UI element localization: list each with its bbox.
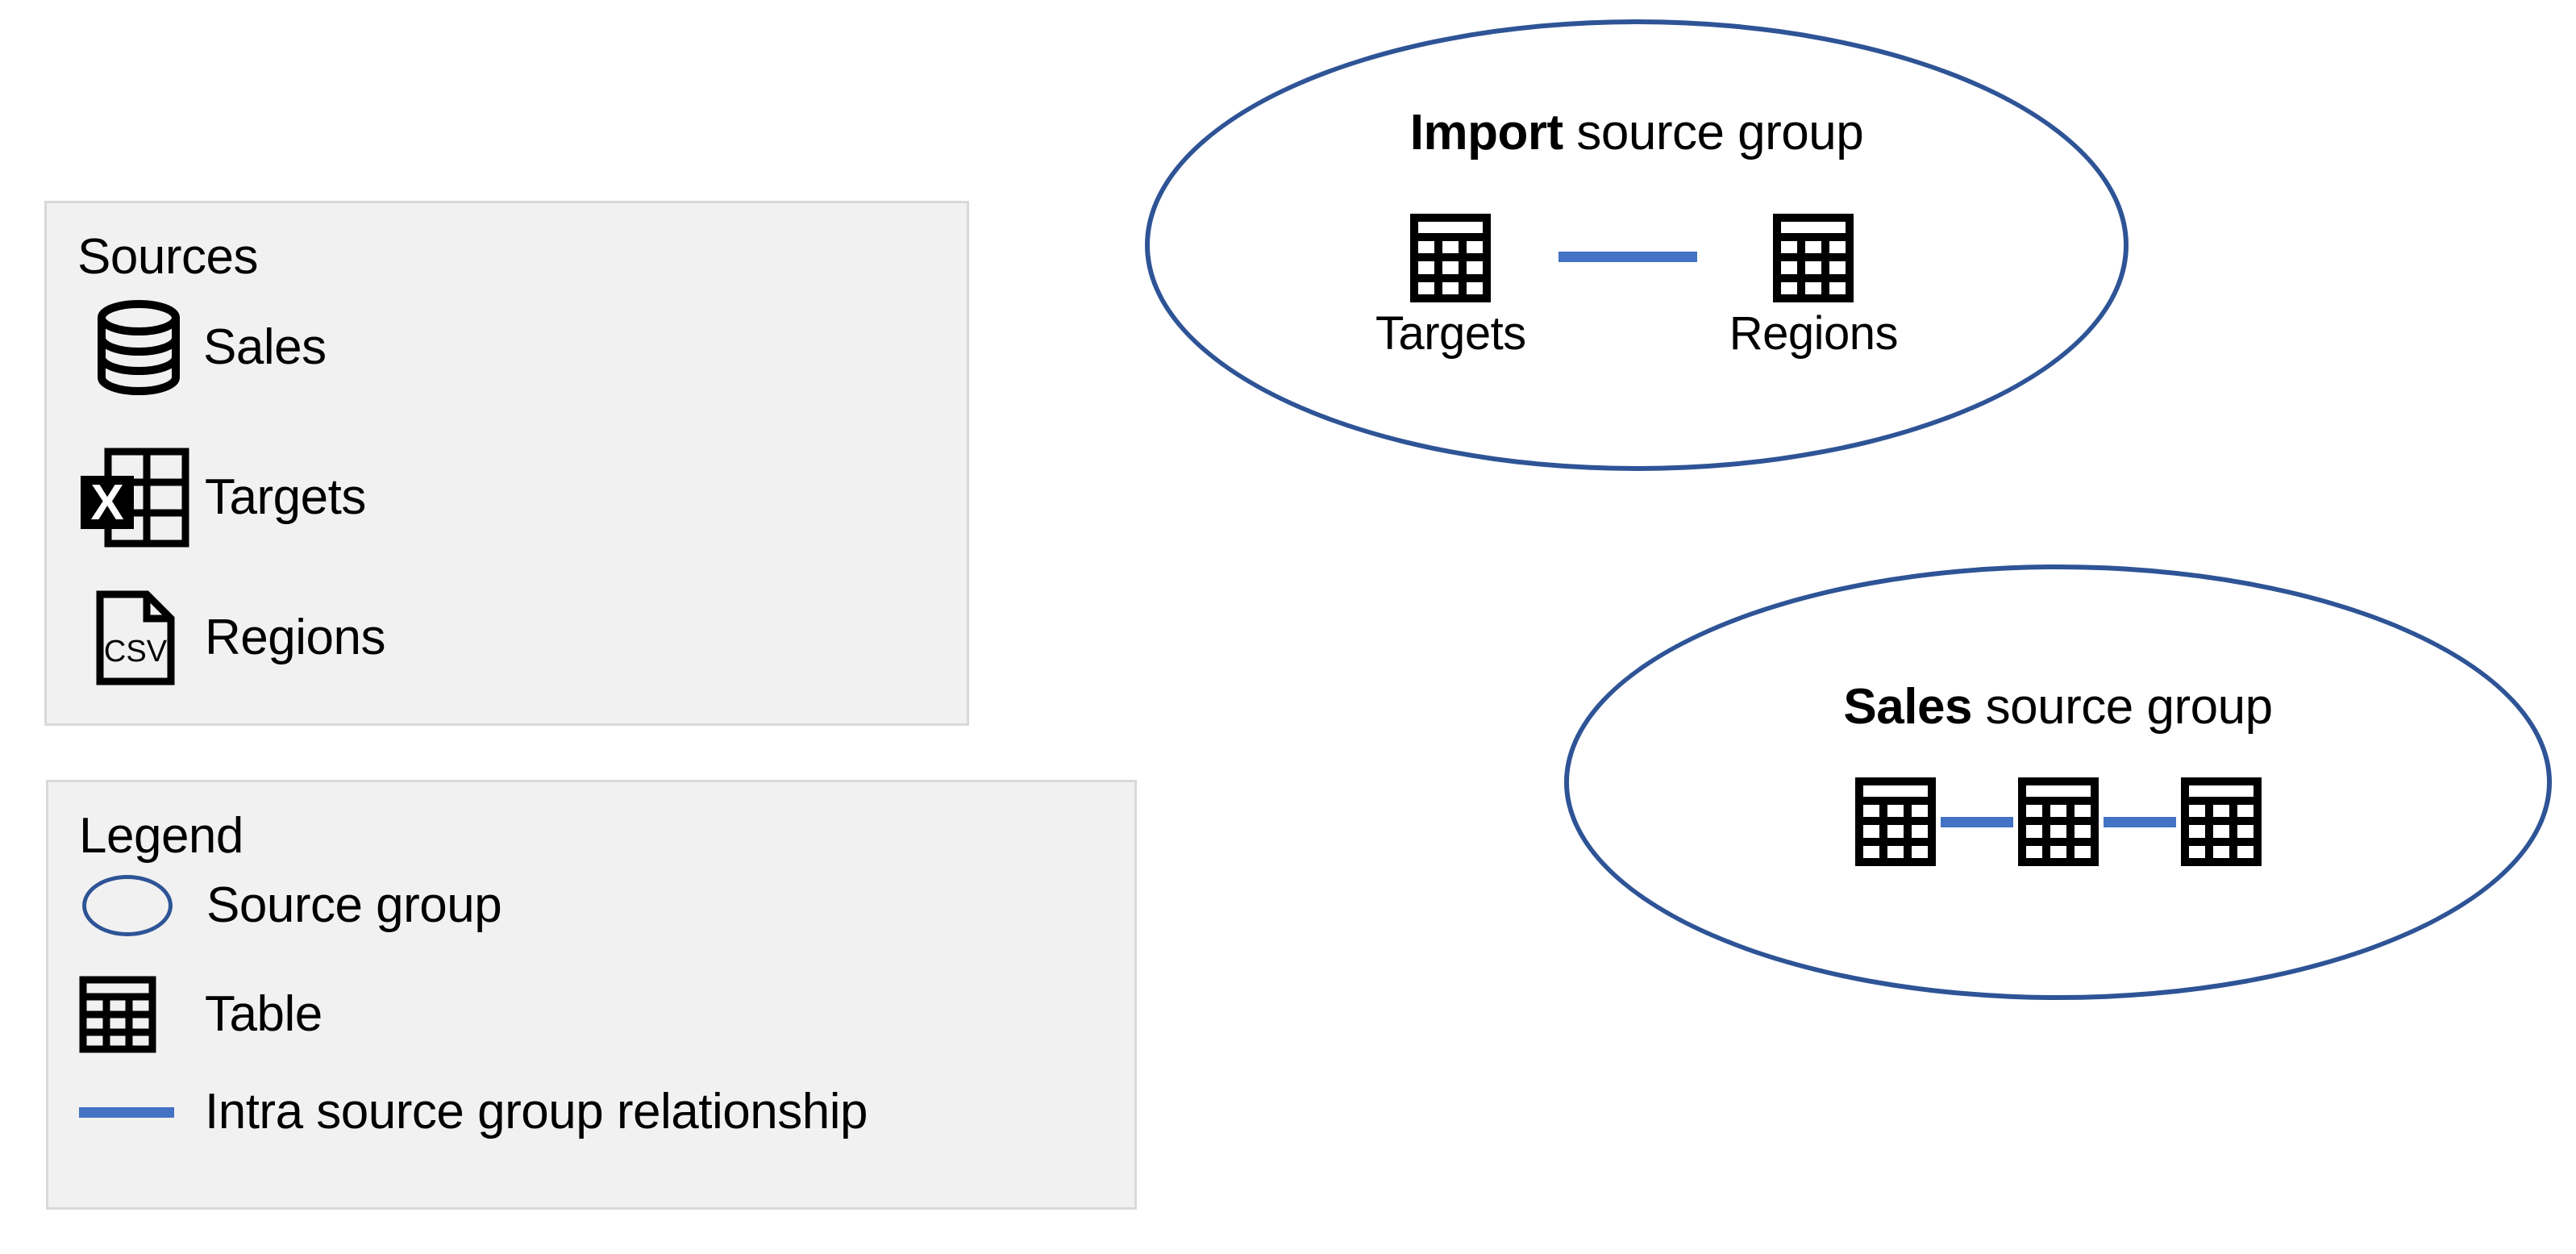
- relationship-line: [1940, 816, 2013, 827]
- relationship-line: [1558, 251, 1697, 262]
- legend-panel-title: Legend: [79, 808, 243, 864]
- import-tables-row: Targets Regions: [1150, 214, 2124, 357]
- database-icon: [95, 300, 182, 395]
- legend-item-relationship: Intra source group relationship: [79, 1087, 868, 1137]
- legend-item-label: Source group: [206, 877, 502, 933]
- sales-source-group-title: Sales source group: [1569, 682, 2547, 732]
- excel-table-icon: X: [77, 445, 190, 550]
- ellipse-outline-icon: [79, 869, 176, 942]
- table-node-2[interactable]: [2017, 777, 2099, 866]
- source-item-regions[interactable]: CSV Regions: [95, 590, 385, 685]
- table-node-3[interactable]: [2180, 777, 2262, 866]
- table-icon: [79, 976, 156, 1053]
- legend-item-label: Table: [205, 986, 323, 1042]
- sources-panel: Sources Sales: [44, 201, 969, 726]
- import-source-group-title-rest: source group: [1563, 105, 1864, 160]
- sales-source-group[interactable]: Sales source group: [1564, 565, 2552, 1000]
- sales-source-group-title-bold: Sales: [1843, 679, 1972, 735]
- table-node-regions[interactable]: Regions: [1729, 214, 1899, 360]
- source-item-label: Targets: [205, 469, 366, 525]
- svg-text:CSV: CSV: [104, 635, 168, 669]
- source-item-targets[interactable]: X Targets: [77, 445, 366, 550]
- legend-item-label: Intra source group relationship: [205, 1084, 868, 1139]
- table-icon: [1854, 777, 1936, 866]
- import-source-group[interactable]: Import source group Targets: [1145, 19, 2129, 471]
- table-node-label: Regions: [1729, 307, 1899, 360]
- import-source-group-title: Import source group: [1150, 108, 2124, 158]
- legend-panel: Legend Source group Table In: [46, 780, 1137, 1210]
- import-source-group-title-bold: Import: [1409, 105, 1563, 160]
- blue-line-icon: [79, 1096, 174, 1128]
- table-node-targets[interactable]: Targets: [1375, 214, 1526, 357]
- table-icon: [2017, 777, 2099, 866]
- csv-file-icon: CSV: [95, 590, 176, 685]
- table-icon: [1410, 214, 1492, 302]
- relationship-line: [2103, 816, 2176, 827]
- table-icon: [2180, 777, 2262, 866]
- legend-item-table: Table: [79, 976, 323, 1053]
- source-item-label: Regions: [205, 610, 385, 665]
- svg-text:X: X: [90, 475, 123, 531]
- sales-tables-row: [1569, 777, 2547, 866]
- sales-source-group-title-rest: source group: [1971, 679, 2273, 735]
- table-icon: [1773, 214, 1854, 302]
- source-item-sales[interactable]: Sales: [95, 300, 327, 395]
- table-node-label: Targets: [1375, 307, 1526, 360]
- sources-panel-title: Sources: [77, 229, 258, 285]
- source-item-label: Sales: [203, 319, 327, 375]
- legend-item-source-group: Source group: [79, 869, 502, 942]
- table-node-1[interactable]: [1854, 777, 1936, 866]
